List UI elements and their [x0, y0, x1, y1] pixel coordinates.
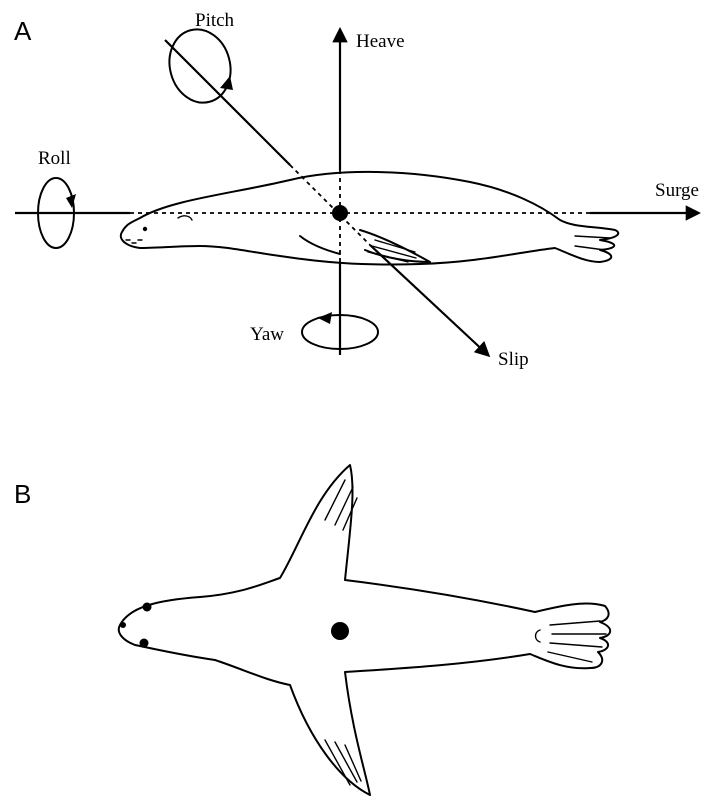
slip-label: Slip [498, 349, 529, 370]
surge-label: Surge [655, 180, 699, 201]
pitch-axis-line [165, 40, 290, 165]
panel-b: B [14, 465, 610, 795]
yaw-arrowhead [318, 312, 332, 324]
pitch-rotation-ellipse [161, 22, 238, 109]
center-of-mass-dot-a [332, 205, 348, 221]
seal-top-left-eye [143, 603, 152, 612]
pitch-rotation-arrow [161, 22, 238, 109]
roll-label: Roll [38, 148, 71, 169]
seal-top-view [119, 465, 610, 795]
panel-b-letter: B [14, 479, 31, 509]
seal-top-right-eye [140, 639, 149, 648]
seal-side-body [121, 172, 618, 265]
center-of-mass-dot-b [331, 622, 349, 640]
panel-a-letter: A [14, 16, 32, 46]
seal-top-body [119, 465, 610, 795]
panel-a: A Surge Heave Slip [14, 10, 699, 370]
seal-side-eye [143, 227, 147, 231]
pitch-arrowhead [220, 76, 233, 90]
seal-side-view [121, 172, 618, 265]
pitch-label: Pitch [195, 10, 235, 31]
seal-top-nose [120, 622, 126, 628]
heave-label: Heave [356, 31, 405, 52]
yaw-label: Yaw [250, 324, 284, 345]
